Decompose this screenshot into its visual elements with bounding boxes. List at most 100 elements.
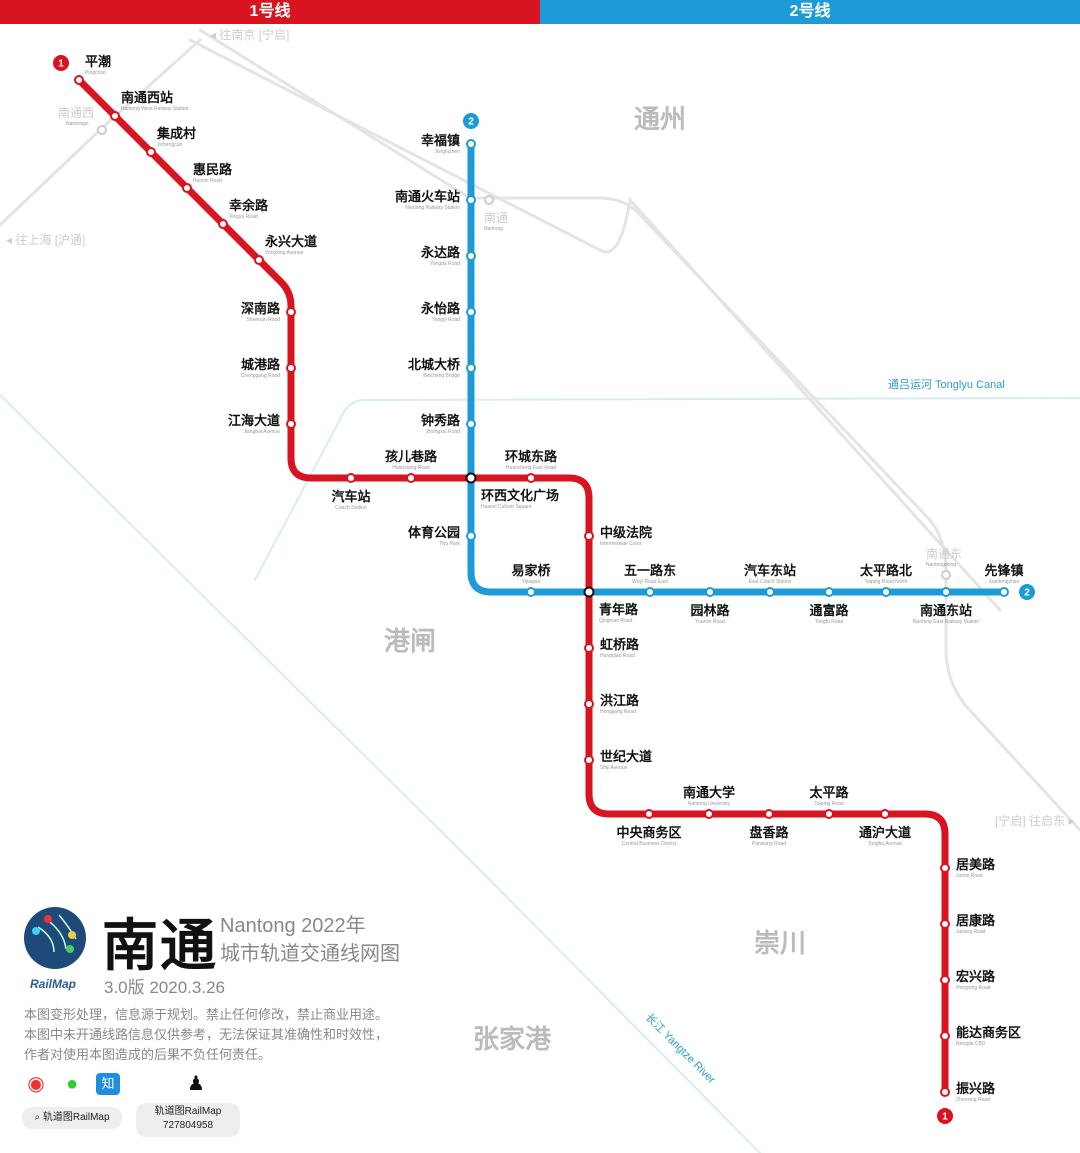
station-marker[interactable] xyxy=(254,255,264,265)
station-marker[interactable] xyxy=(584,531,594,541)
station-marker[interactable] xyxy=(940,1087,950,1097)
station-name: 园林路 xyxy=(690,603,730,618)
station-marker[interactable] xyxy=(286,419,296,429)
station-marker[interactable] xyxy=(764,809,774,819)
station-marker[interactable] xyxy=(940,863,950,873)
station-marker[interactable] xyxy=(466,307,476,317)
qq-group[interactable]: 轨道图RailMap 727804958 xyxy=(136,1103,240,1137)
station-marker[interactable] xyxy=(466,195,476,205)
qq-name: 轨道图RailMap xyxy=(154,1106,222,1117)
search-railmap-button[interactable]: ⌕ 轨道图RailMap xyxy=(22,1107,122,1129)
station-marker[interactable] xyxy=(645,587,655,597)
station-marker[interactable] xyxy=(286,363,296,373)
station-marker[interactable] xyxy=(466,139,476,149)
svg-text:1: 1 xyxy=(942,1112,948,1123)
station-marker[interactable] xyxy=(704,809,714,819)
station-marker[interactable] xyxy=(526,473,536,483)
interchange-marker[interactable] xyxy=(465,472,477,484)
district-label: 港闸 xyxy=(384,626,436,656)
svg-text:2: 2 xyxy=(1024,588,1030,599)
station-marker[interactable] xyxy=(146,147,156,157)
station-marker[interactable] xyxy=(466,251,476,261)
station-marker[interactable] xyxy=(999,587,1009,597)
station-marker[interactable] xyxy=(940,1031,950,1041)
station-marker[interactable] xyxy=(705,587,715,597)
station-marker[interactable] xyxy=(466,531,476,541)
station-marker[interactable] xyxy=(74,75,84,85)
rail-label: 南通东 xyxy=(926,546,962,561)
station-marker[interactable] xyxy=(940,919,950,929)
station-marker[interactable] xyxy=(584,755,594,765)
station-name-en: Nantong East Railway Station xyxy=(913,619,979,625)
station-marker[interactable] xyxy=(824,809,834,819)
district-label: 通州 xyxy=(634,104,686,134)
weibo-icon[interactable]: ◉ xyxy=(27,1073,45,1095)
interchange-marker[interactable] xyxy=(583,586,595,598)
station-marker[interactable] xyxy=(940,975,950,985)
zhihu-icon[interactable]: 知 xyxy=(96,1073,120,1095)
qq-icon[interactable]: ♟ xyxy=(187,1073,205,1095)
station-marker[interactable] xyxy=(286,307,296,317)
station-marker[interactable] xyxy=(406,473,416,483)
station-marker[interactable] xyxy=(941,587,951,597)
station-marker[interactable] xyxy=(765,587,775,597)
station-marker[interactable] xyxy=(182,183,192,193)
station-marker[interactable] xyxy=(526,587,536,597)
station-marker[interactable] xyxy=(110,111,120,121)
wechat-icon[interactable]: ● xyxy=(65,1073,79,1095)
station-marker[interactable] xyxy=(824,587,834,597)
station-marker[interactable] xyxy=(880,809,890,819)
station-marker[interactable] xyxy=(466,363,476,373)
station-marker[interactable] xyxy=(346,473,356,483)
station-marker[interactable] xyxy=(881,587,891,597)
station-marker[interactable] xyxy=(584,643,594,653)
station-marker[interactable] xyxy=(584,699,594,709)
station-marker[interactable] xyxy=(644,809,654,819)
station-marker[interactable] xyxy=(218,219,228,229)
station-marker[interactable] xyxy=(466,419,476,429)
